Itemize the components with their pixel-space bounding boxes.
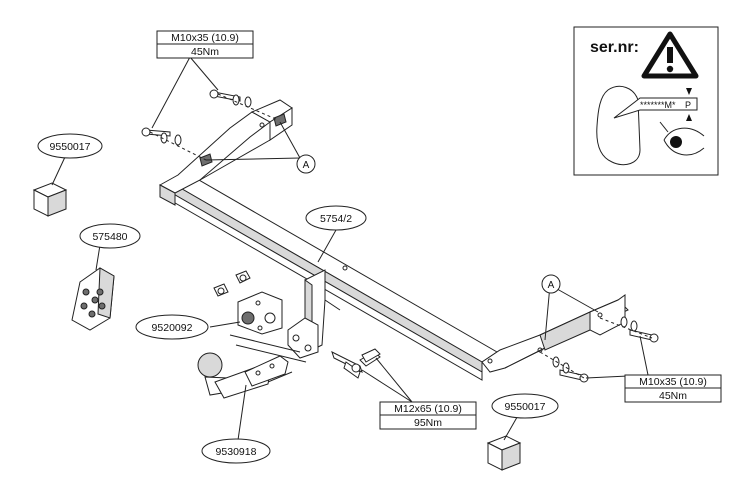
right-bolts bbox=[539, 316, 659, 383]
mounting-plate-label: 9520092 bbox=[152, 322, 193, 334]
label-crossbar: 5754/2 bbox=[305, 205, 367, 231]
callout-bolt-right: M10x35 (10.9) 45Nm bbox=[624, 374, 722, 403]
serial-number-panel: ser.nr: *******M* P bbox=[573, 26, 719, 176]
tow-ball-label: 9530918 bbox=[216, 446, 257, 458]
label-mounting-plate: 9520092 bbox=[135, 314, 209, 340]
center-bracket bbox=[287, 269, 341, 359]
marker-a-left: A bbox=[296, 154, 316, 174]
leader-lines bbox=[51, 56, 649, 441]
marker-a-left-text: A bbox=[303, 160, 310, 171]
bolt-left-torque: 45Nm bbox=[191, 46, 219, 58]
spacer-right-label: 9550017 bbox=[505, 401, 546, 413]
mounting-plate-part bbox=[213, 270, 283, 335]
crossbar-label: 5754/2 bbox=[320, 213, 352, 225]
warning-triangle-icon bbox=[641, 31, 699, 79]
spacer-right-part bbox=[486, 435, 522, 471]
bolt-right-torque: 45Nm bbox=[659, 390, 687, 402]
spacer-left-label: 9550017 bbox=[50, 141, 91, 153]
plate-text: *******M* bbox=[640, 100, 676, 110]
label-tow-ball: 9530918 bbox=[201, 438, 271, 464]
bolt-right-spec: M10x35 (10.9) bbox=[639, 376, 707, 388]
left-bolts bbox=[141, 89, 287, 167]
towbar-sketch: *******M* P bbox=[596, 85, 698, 166]
marker-a-right-text: A bbox=[548, 280, 555, 291]
label-spacer-left: 9550017 bbox=[37, 133, 103, 159]
center-bolts bbox=[331, 348, 381, 379]
bolt-left-spec: M10x35 (10.9) bbox=[171, 32, 239, 44]
bolt-center-spec: M12x65 (10.9) bbox=[394, 403, 462, 415]
label-electric-socket: 575480 bbox=[79, 223, 141, 249]
callout-bolt-center: M12x65 (10.9) 95Nm bbox=[379, 401, 477, 430]
electric-socket-label: 575480 bbox=[92, 231, 127, 243]
tow-ball-part bbox=[197, 334, 307, 399]
bolt-center-torque: 95Nm bbox=[414, 417, 442, 429]
spacer-left-part bbox=[32, 182, 68, 217]
plate-suffix: P bbox=[685, 100, 691, 110]
marker-a-right: A bbox=[541, 274, 561, 294]
crossbar bbox=[158, 99, 629, 381]
label-spacer-right: 9550017 bbox=[491, 393, 559, 419]
electric-socket-part bbox=[71, 267, 115, 331]
eye-icon bbox=[659, 121, 705, 156]
callout-bolt-left: M10x35 (10.9) 45Nm bbox=[156, 30, 254, 59]
serial-title: ser.nr: bbox=[590, 39, 639, 56]
